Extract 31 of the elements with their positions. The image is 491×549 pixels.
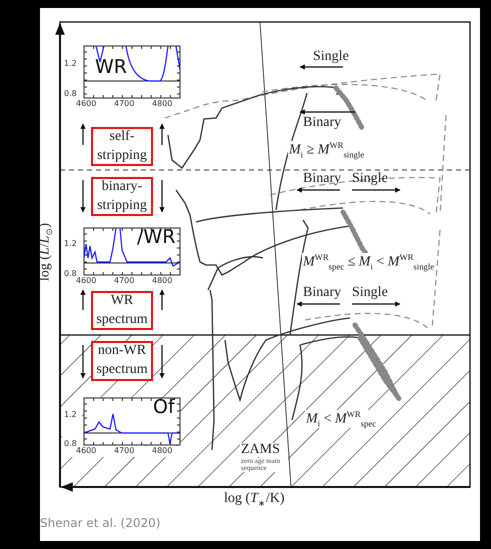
tick-label: 4800 (152, 447, 172, 455)
spectrum-label: Of (153, 398, 175, 417)
tick-label: 4700 (114, 100, 134, 108)
tick-label: 0.8 (64, 90, 77, 98)
axis-title: log (T$_{∗}$/K) (224, 492, 285, 508)
label-box: self-stripping (91, 127, 153, 166)
arrow-label: Binary (303, 286, 342, 300)
tick-label: 4600 (76, 277, 96, 285)
tick-label: 0.8 (64, 270, 77, 278)
spectrum-label: WR (95, 58, 127, 77)
arrow-label: Single (313, 50, 349, 64)
arrow-label: Single (352, 172, 388, 186)
label-box: non-WR spectrum (91, 341, 153, 381)
tick-label: 4600 (76, 447, 96, 455)
label-box: WR spectrum (91, 291, 153, 330)
tick-label: 4800 (152, 277, 172, 285)
arrow-label: Single (352, 286, 388, 300)
tick-label: 1.2 (64, 60, 77, 68)
tick-label: 1.2 (64, 411, 77, 419)
tick-label: 4600 (76, 100, 96, 108)
caption: Shenar et al. (2020) (40, 517, 160, 529)
arrow-label: Binary (303, 116, 342, 130)
spectrum-label: /WR (137, 228, 176, 247)
tick-label: 0.8 (64, 440, 77, 448)
label-box: binary-stripping (91, 177, 153, 216)
arrow-label: Binary (303, 172, 342, 186)
tick-label: 4700 (114, 447, 134, 455)
tick-label: 1.2 (64, 240, 77, 248)
tick-label: 4700 (114, 277, 134, 285)
zams-label: ZAMS (240, 443, 281, 457)
tick-label: 4800 (152, 100, 172, 108)
